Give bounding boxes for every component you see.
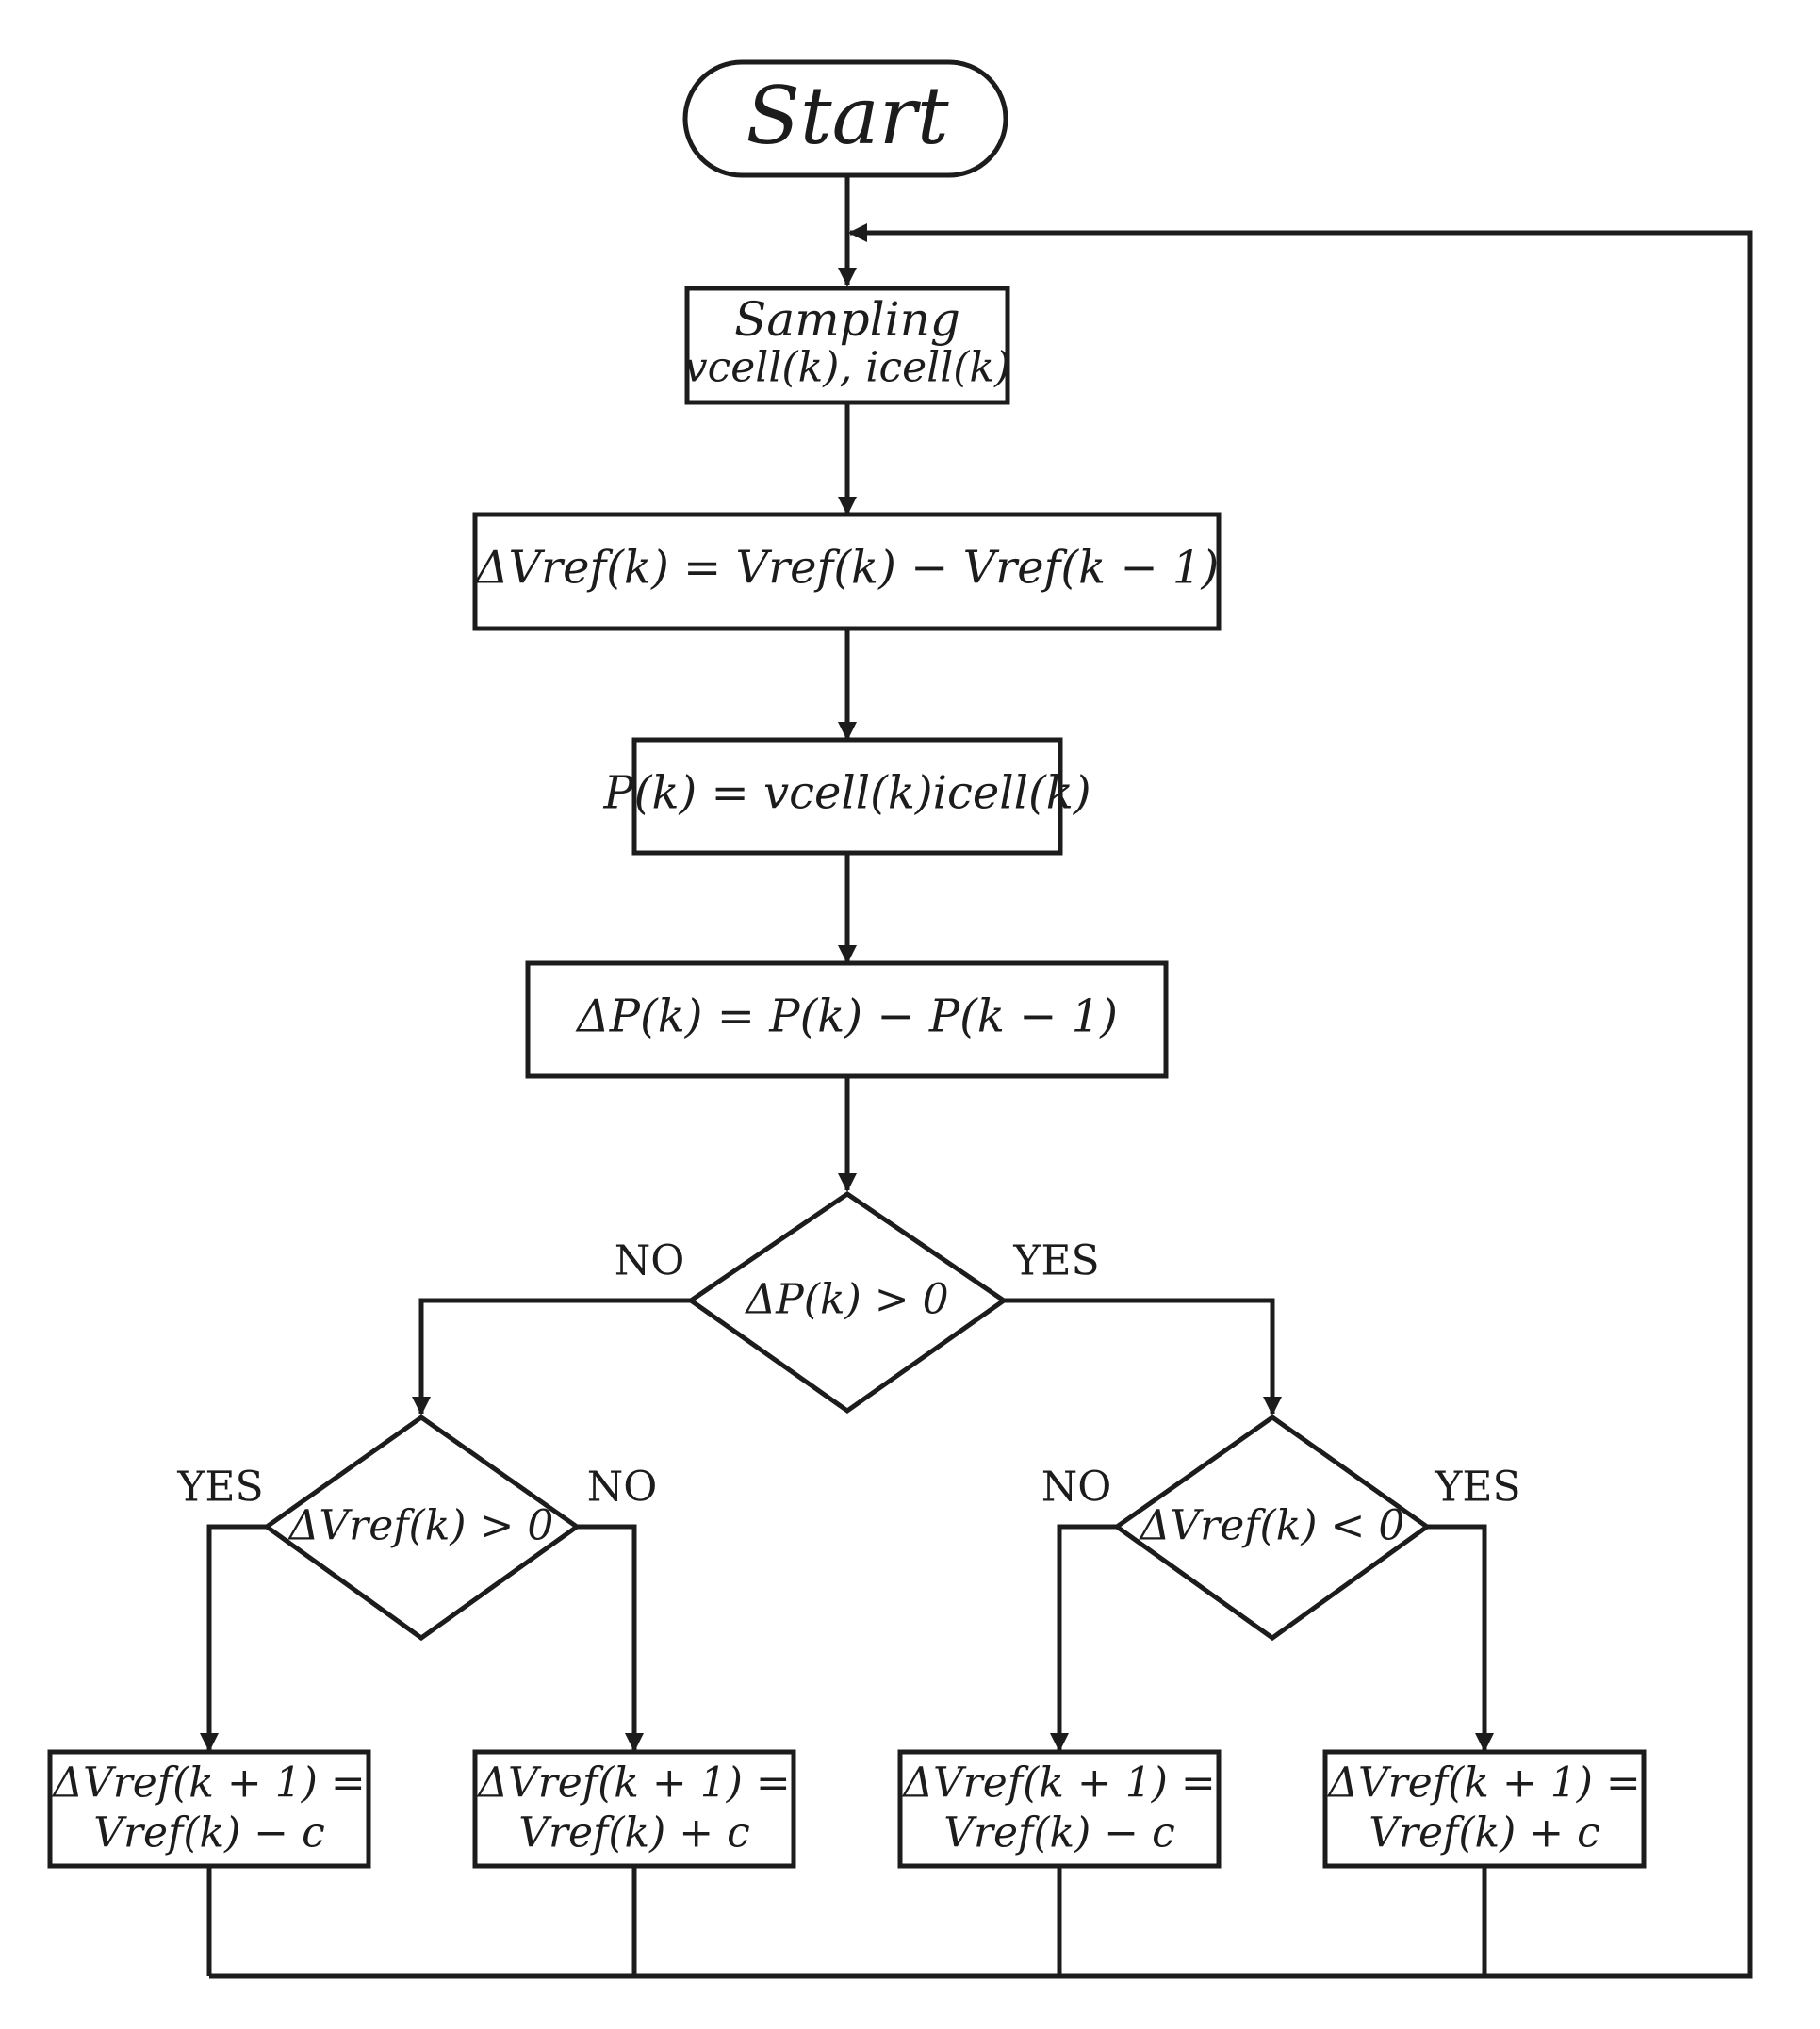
action-2-line2: Vref(k) + c [518, 1809, 750, 1857]
action-node-3: ΔVref(k + 1) = Vref(k) − c [897, 1749, 1222, 1869]
sampling-title: Sampling [734, 292, 960, 347]
decision-left-diamond [262, 1414, 582, 1642]
decision-left-yes-label: YES [176, 1464, 263, 1512]
connectors [200, 175, 1753, 1979]
power-box [631, 737, 1063, 856]
action-4-line2: Vref(k) + c [1369, 1809, 1600, 1857]
decision-right-yes-label: YES [1434, 1464, 1520, 1512]
decision-left-label: ΔVref(k) > 0 [287, 1502, 554, 1550]
action-3-line1: ΔVref(k + 1) = [901, 1759, 1216, 1808]
sampling-node: Sampling vcell(k), icell(k) [684, 286, 1011, 405]
edge-dp-no-to-left-decision [412, 1298, 691, 1415]
delta-vref-node: ΔVref(k) = Vref(k) − Vref(k − 1) [472, 512, 1222, 631]
action-4-line1: ΔVref(k + 1) = [1326, 1759, 1641, 1808]
action-node-2: ΔVref(k + 1) = Vref(k) + c [472, 1749, 796, 1869]
decision-right-label: ΔVref(k) < 0 [1139, 1502, 1405, 1550]
action-1-line1: ΔVref(k + 1) = [51, 1759, 366, 1808]
decision-right-node: ΔVref(k) < 0 NO YES [1041, 1414, 1521, 1642]
start-label: Start [746, 70, 949, 162]
action-3-line2: Vref(k) − c [943, 1809, 1175, 1857]
start-terminator-shape [682, 59, 1008, 178]
start-node: Start [682, 59, 1008, 178]
sampling-vars: vcell(k), icell(k) [684, 344, 1011, 392]
action-2-line1: ΔVref(k + 1) = [476, 1759, 791, 1808]
sampling-box [684, 286, 1010, 405]
power-label: P(k) = vcell(k)icell(k) [602, 767, 1090, 820]
action-node-1: ΔVref(k + 1) = Vref(k) − c [47, 1749, 371, 1869]
edge-left-no-to-action-2 [577, 1524, 644, 1752]
action-node-4: ΔVref(k + 1) = Vref(k) + c [1322, 1749, 1647, 1869]
decision-right-no-label: NO [1041, 1464, 1112, 1512]
action-box-3 [897, 1749, 1222, 1869]
action-box-2 [472, 1749, 796, 1869]
decision-delta-p-diamond [686, 1190, 1008, 1415]
delta-vref-box [472, 512, 1222, 631]
power-node: P(k) = vcell(k)icell(k) [602, 737, 1091, 856]
decision-delta-p-node: ΔP(k) > 0 NO YES [615, 1190, 1100, 1415]
decision-delta-p-label: ΔP(k) > 0 [744, 1276, 948, 1324]
action-1-line2: Vref(k) − c [93, 1809, 325, 1857]
decision-delta-p-yes-label: YES [1012, 1237, 1099, 1285]
edge-feedback-loop [209, 223, 1753, 1979]
action-box-4 [1322, 1749, 1647, 1869]
decision-right-diamond [1112, 1414, 1432, 1642]
delta-p-label: ΔP(k) = P(k) − P(k − 1) [575, 990, 1118, 1043]
action-box-1 [47, 1749, 371, 1869]
delta-vref-label: ΔVref(k) = Vref(k) − Vref(k − 1) [474, 542, 1219, 595]
edge-left-yes-to-action-1 [200, 1524, 267, 1752]
edge-right-yes-to-action-4 [1427, 1524, 1494, 1752]
decision-left-node: ΔVref(k) > 0 YES NO [176, 1414, 658, 1642]
delta-p-box [525, 960, 1169, 1079]
edge-dp-yes-to-right-decision [1004, 1298, 1282, 1415]
edge-right-no-to-action-3 [1050, 1524, 1117, 1752]
decision-left-no-label: NO [587, 1464, 658, 1512]
delta-p-node: ΔP(k) = P(k) − P(k − 1) [525, 960, 1169, 1079]
decision-delta-p-no-label: NO [615, 1237, 685, 1285]
